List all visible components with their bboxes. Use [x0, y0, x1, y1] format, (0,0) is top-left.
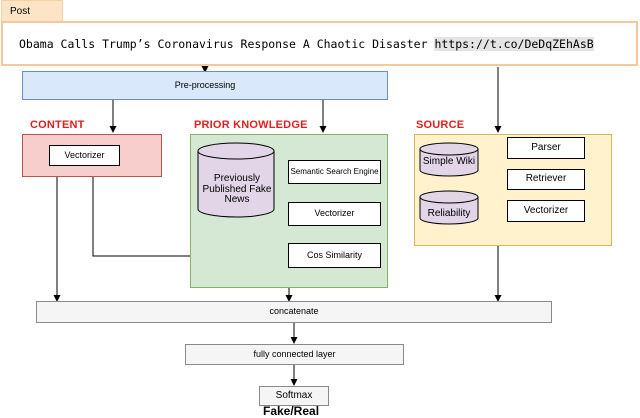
source-title: SOURCE: [416, 119, 465, 131]
post-text: Obama Calls Trump’s Coronavirus Response…: [19, 37, 594, 51]
simple-wiki-database: [419, 142, 479, 177]
preprocessing-box: Pre-processing: [22, 71, 388, 100]
prior-vectorizer: Vectorizer: [288, 202, 381, 226]
post-headline: Obama Calls Trump’s Coronavirus Response…: [19, 37, 428, 51]
reliability-database: [419, 190, 479, 225]
reliability-label: Reliability: [427, 207, 471, 219]
fully-connected-label: fully connected layer: [253, 348, 336, 359]
concatenate-label: concatenate: [269, 306, 319, 317]
cos-similarity: Cos Similarity: [288, 243, 381, 268]
post-link[interactable]: https://t.co/DeDqZEhAsB: [434, 37, 594, 51]
source-vectorizer: Vectorizer: [507, 200, 585, 222]
post-tab-label: Post: [10, 5, 31, 17]
fully-connected-box: fully connected layer: [185, 344, 404, 365]
content-title: CONTENT: [30, 119, 85, 131]
softmax-box: Softmax: [259, 386, 329, 406]
content-panel: [22, 134, 162, 177]
fake-news-database: [197, 142, 275, 218]
parser-box: Parser: [507, 137, 585, 159]
simple-wiki-label: Simple Wiki: [422, 155, 476, 167]
post-box: Obama Calls Trump’s Coronavirus Response…: [1, 21, 638, 66]
content-vectorizer: Vectorizer: [49, 145, 120, 166]
prior-knowledge-title: PRIOR KNOWLEDGE: [194, 119, 308, 131]
softmax-label: Softmax: [275, 389, 313, 401]
semantic-search-engine: Semantic Search Engine: [288, 160, 381, 184]
post-tab: Post: [1, 0, 63, 21]
fake-news-database-label: Previously Published Fake News: [202, 173, 272, 206]
retriever-box: Retriever: [507, 169, 585, 190]
preprocessing-label: Pre-processing: [174, 79, 236, 90]
content-vectorizer-label: Vectorizer: [64, 149, 105, 160]
concatenate-box: concatenate: [36, 301, 552, 323]
output-label: Fake/Real: [263, 404, 320, 418]
